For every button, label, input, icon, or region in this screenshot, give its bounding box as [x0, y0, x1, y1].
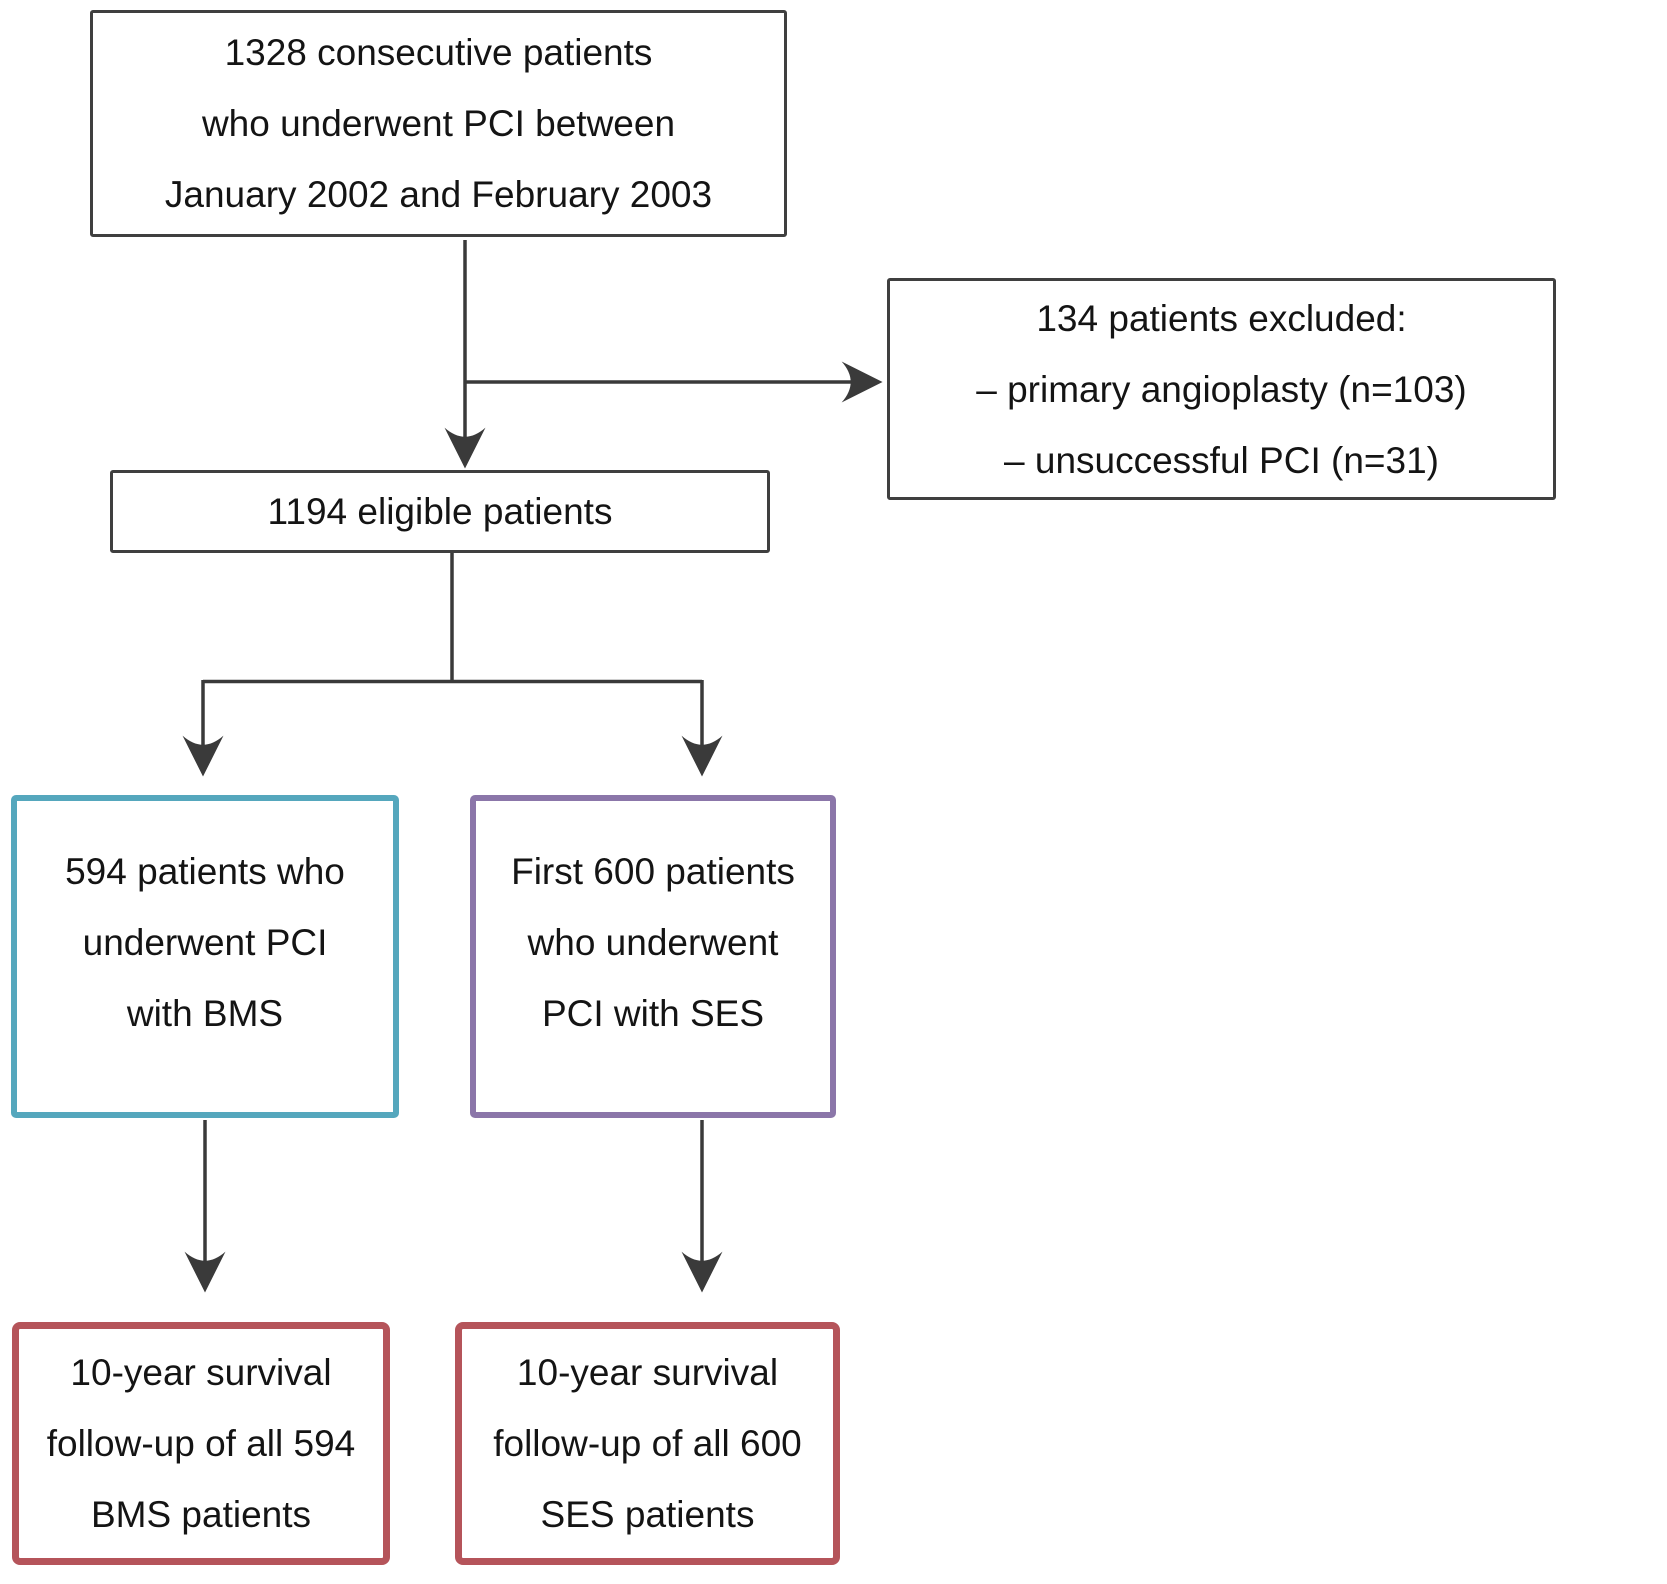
node-ses-group: First 600 patients who underwent PCI wit…	[470, 795, 836, 1118]
node-excluded-line-2: – primary angioplasty (n=103)	[976, 368, 1467, 410]
node-ses-line-1: First 600 patients	[511, 851, 795, 892]
node-total-line-1: 1328 consecutive patients	[224, 32, 653, 73]
node-ses-followup-line-1: 10-year survival	[516, 1352, 779, 1393]
node-ses-followup-line-2: follow-up of all 600	[493, 1423, 802, 1464]
node-excluded-line-1: 134 patients excluded:	[1036, 297, 1407, 339]
node-bms-followup: 10-year survival follow-up of all 594 BM…	[12, 1322, 390, 1565]
node-total-line-3: January 2002 and February 2003	[164, 174, 713, 215]
node-total-line-2: who underwent PCI between	[201, 103, 676, 144]
node-ses-followup-line-3: SES patients	[540, 1494, 755, 1535]
node-bms-followup-line-3: BMS patients	[90, 1494, 312, 1535]
node-total-patients: 1328 consecutive patients who underwent …	[90, 10, 787, 237]
node-bms-group: 594 patients who underwent PCI with BMS	[11, 795, 399, 1118]
node-excluded-patients: 134 patients excluded: – primary angiopl…	[887, 278, 1556, 500]
node-bms-line-2: underwent PCI	[82, 922, 328, 963]
node-ses-followup: 10-year survival follow-up of all 600 SE…	[455, 1322, 840, 1565]
node-ses-line-2: who underwent	[527, 922, 779, 963]
node-bms-followup-line-1: 10-year survival	[70, 1352, 332, 1393]
node-bms-followup-line-2: follow-up of all 594	[46, 1423, 356, 1464]
node-bms-line-3: with BMS	[126, 993, 284, 1034]
node-excluded-line-3: – unsuccessful PCI (n=31)	[1004, 439, 1439, 481]
node-eligible-line-1: 1194 eligible patients	[267, 491, 613, 532]
node-eligible-patients: 1194 eligible patients	[110, 470, 770, 553]
node-bms-line-1: 594 patients who	[65, 851, 345, 892]
node-ses-line-3: PCI with SES	[541, 993, 765, 1034]
